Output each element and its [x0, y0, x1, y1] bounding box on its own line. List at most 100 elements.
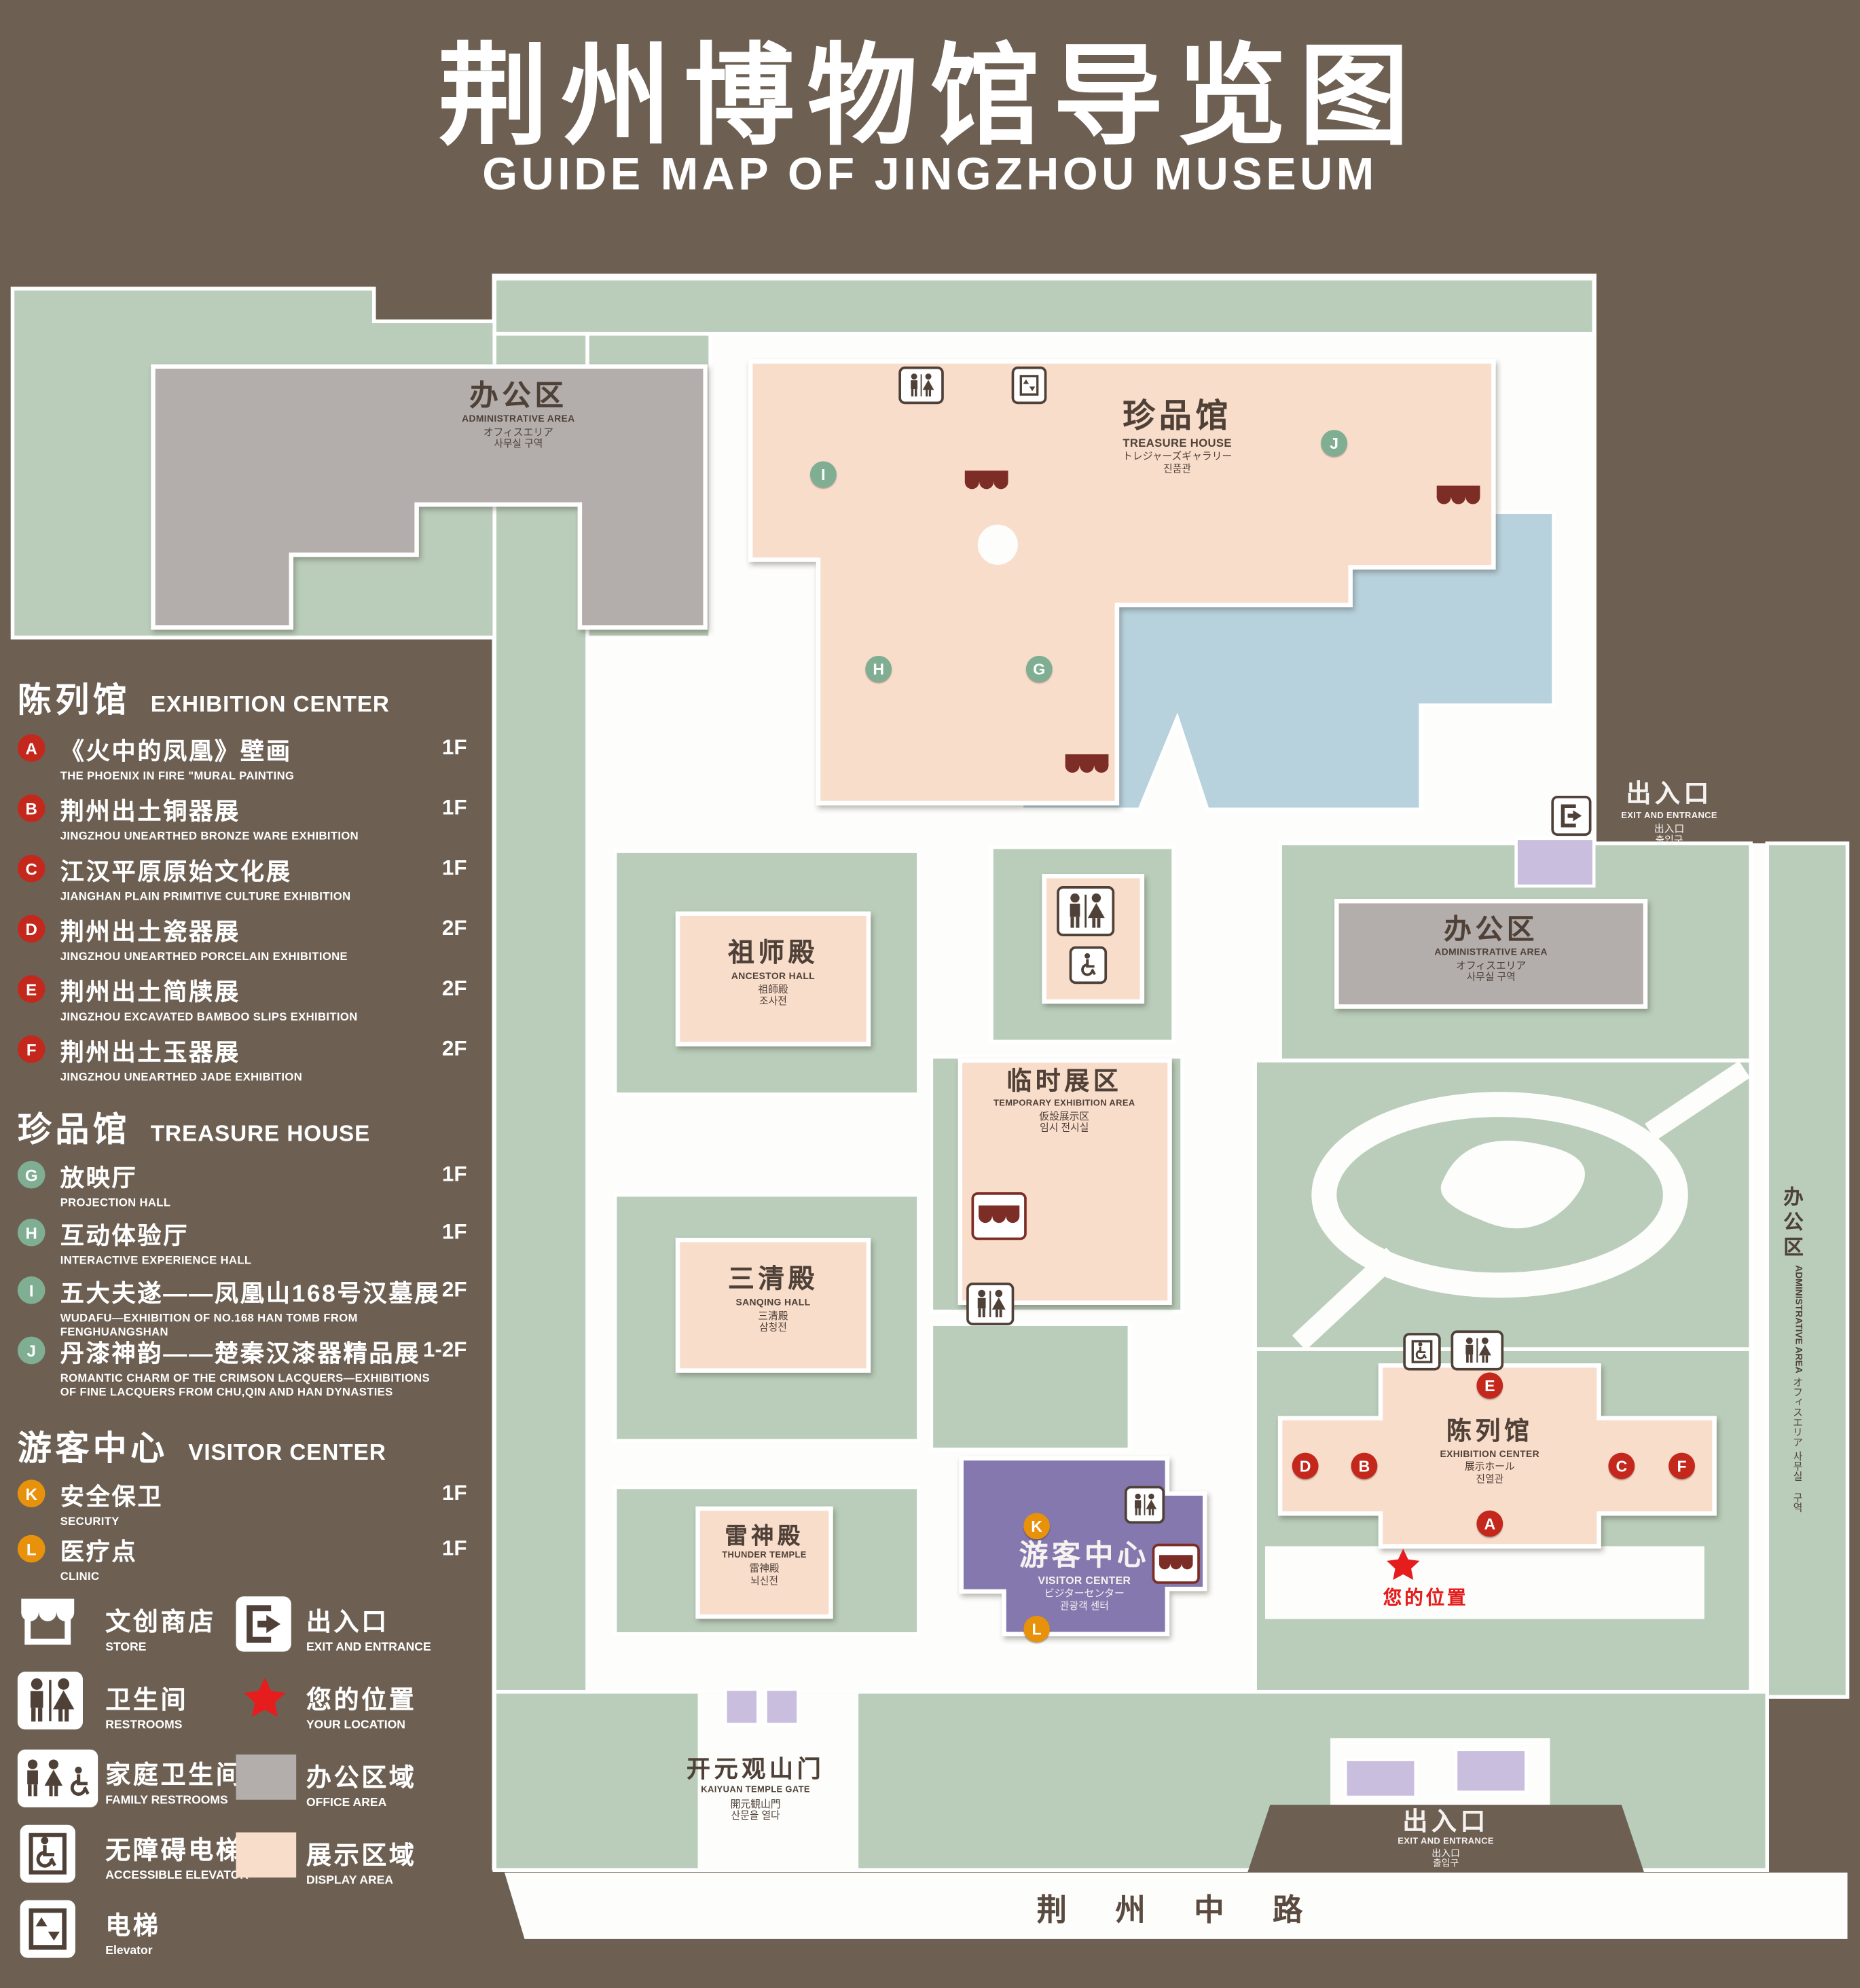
sanqing-hall-building	[675, 1238, 871, 1373]
marker-i: I	[809, 461, 837, 488]
treasure-house-label: 珍品馆 TREASURE HOUSE トレジャーズギャラリー 진품관	[1122, 397, 1233, 475]
legend-heading-exhibition-center: 陈列馆 EXHIBITION CENTER	[17, 681, 390, 720]
legend-item-k: K 安全保卫 SECURITY 1F	[17, 1479, 467, 1529]
treasure-house-building	[748, 359, 1496, 806]
exit-icon	[236, 1596, 291, 1652]
location-star-icon	[1387, 1549, 1420, 1581]
marker-b: B	[1351, 1452, 1378, 1479]
badge-g: G	[17, 1160, 45, 1189]
legend-symbol-accessible-elevator: 无障碍电梯 ACCESSIBLE ELEVATOR	[105, 1837, 249, 1883]
page-subtitle: GUIDE MAP OF JINGZHOU MUSEUM	[482, 148, 1378, 200]
gate-block-right	[764, 1687, 800, 1727]
exit-east-label: 出入口 EXIT AND ENTRANCE 出入口 출입구	[1621, 780, 1717, 847]
store-icon	[964, 471, 1008, 490]
badge-i: I	[17, 1276, 45, 1304]
store-icon	[1152, 1543, 1200, 1584]
store-icon	[1065, 754, 1109, 773]
garden-paths	[1292, 1061, 1751, 1350]
legend-item-d: D 荆州出土瓷器展 JINGZHOU UNEARTHED PORCELAIN E…	[17, 914, 467, 964]
accessible-restroom-icon	[1069, 946, 1108, 984]
admin-strip-label: 办公区 ADMINISTRATIVE AREA オフィスエリア 사무실 구역	[1779, 1185, 1805, 1513]
store-icon	[18, 1596, 78, 1651]
legend-item-i: I 五大夫遂——凤凰山168号汉墓展 WUDAFU—EXHIBITION OF …	[17, 1275, 467, 1340]
legend-item-c: C 江汉平原原始文化展 JIANGHAN PLAIN PRIMITIVE CUL…	[17, 853, 467, 904]
marker-h: H	[865, 655, 892, 682]
south-entrance-block-right	[1454, 1748, 1528, 1794]
legend-item-j: J 丹漆神韵——楚秦汉漆器精品展 ROMANTIC CHARM OF THE C…	[17, 1336, 467, 1400]
restroom-icon	[1451, 1330, 1504, 1371]
legend-symbol-office-area: 办公区域 OFFICE AREA	[306, 1764, 417, 1810]
restroom-icon	[1057, 886, 1115, 936]
location-star-icon	[244, 1677, 286, 1717]
legend-item-e: E 荆州出土简牍展 JINGZHOU EXCAVATED BAMBOO SLIP…	[17, 974, 467, 1024]
legend-heading-visitor-center: 游客中心 VISITOR CENTER	[17, 1429, 386, 1467]
road-strip	[504, 1872, 1848, 1939]
legend-item-f: F 荆州出土玉器展 JINGZHOU UNEARTHED JADE EXHIBI…	[17, 1034, 467, 1084]
marker-f: F	[1668, 1452, 1695, 1479]
thunder-temple-building	[695, 1506, 833, 1619]
badge-d: D	[17, 915, 45, 943]
elevator-icon	[1011, 366, 1047, 405]
badge-e: E	[17, 975, 45, 1003]
office-area-swatch	[236, 1754, 297, 1800]
exhibition-center-building	[1277, 1363, 1717, 1549]
legend-item-a: A 《火中的凤凰》壁画 THE PHOENIX IN FIRE "MURAL P…	[17, 733, 467, 784]
badge-j: J	[17, 1336, 45, 1365]
badge-k: K	[17, 1479, 45, 1508]
restroom-icon	[966, 1283, 1015, 1326]
sanqing-hall-label: 三清殿 SANQING HALL 三清殿 삼청전	[727, 1265, 819, 1333]
badge-h: H	[17, 1218, 45, 1247]
thunder-temple-label: 雷神殿 THUNDER TEMPLE 雷神殿 뇌신전	[722, 1524, 807, 1587]
marker-c: C	[1608, 1452, 1635, 1479]
restroom-icon	[898, 366, 944, 405]
marker-g: G	[1025, 655, 1053, 682]
store-icon	[971, 1192, 1027, 1240]
badge-a: A	[17, 734, 45, 762]
legend-symbol-family-restrooms: 家庭卫生间 FAMILY RESTROOMS	[105, 1762, 244, 1807]
legend-item-g: G 放映厅 PROJECTION HALL 1F	[17, 1160, 467, 1210]
legend-symbol-elevator: 电梯 Elevator	[105, 1913, 161, 1958]
legend-item-l: L 医疗点 CLINIC 1F	[17, 1534, 467, 1584]
ancestor-hall-label: 祖师殿 ANCESTOR HALL 祖師殿 조사전	[727, 938, 819, 1007]
legend-symbol-store: 文创商店 STORE	[105, 1608, 216, 1655]
exit-south-label: 出入口 EXIT AND ENTRANCE 出入口 출입구	[1398, 1808, 1494, 1869]
elevator-icon	[20, 1900, 75, 1958]
west-green-band	[492, 331, 589, 1694]
restroom-icon	[17, 1672, 83, 1730]
legend-symbol-display-area: 展示区域 DISPLAY AREA	[306, 1842, 417, 1888]
temporary-area-label: 临时展区 TEMPORARY EXHIBITION AREA 仮設展示区 임시 …	[993, 1068, 1135, 1134]
central-green	[929, 1322, 1132, 1452]
temporary-exhibition-building	[958, 1058, 1172, 1305]
display-area-swatch	[236, 1832, 297, 1878]
exit-icon	[1551, 795, 1592, 836]
badge-c: C	[17, 854, 45, 883]
ancestor-hall-building	[675, 911, 871, 1047]
restroom-icon	[1124, 1486, 1165, 1524]
location-plaza	[1264, 1546, 1704, 1619]
badge-f: F	[17, 1035, 45, 1063]
family-restroom-icon	[17, 1749, 98, 1807]
visitor-center-label: 游客中心 VISITOR CENTER ビジターセンター 관광객 센터	[1019, 1539, 1150, 1611]
east-admin-strip	[1765, 841, 1850, 1699]
badge-l: L	[17, 1534, 45, 1563]
road-name: 荆 州 中 路	[1036, 1894, 1323, 1928]
page-title: 荆州博物馆导览图	[437, 33, 1422, 158]
north-green-band	[492, 276, 1596, 336]
gate-block-left	[723, 1687, 760, 1727]
legend-item-h: H 互动体验厅 INTERACTIVE EXPERIENCE HALL 1F	[17, 1217, 467, 1268]
admin-building-northwest	[151, 364, 708, 630]
admin-northwest-label: 办公区 ADMINISTRATIVE AREA オフィスエリア 사무실 구역	[462, 379, 575, 450]
accessible-elevator-icon	[1403, 1333, 1441, 1371]
south-exit-apron	[1247, 1805, 1645, 1873]
marker-d: D	[1292, 1452, 1319, 1479]
gate-label: 开元观山门 KAIYUAN TEMPLE GATE 開元観山門 산문을 열다	[686, 1756, 825, 1822]
marker-k: K	[1023, 1513, 1051, 1540]
legend-symbol-your-location: 您的位置 YOUR LOCATION	[306, 1687, 417, 1732]
your-location-text: 您的位置	[1383, 1587, 1469, 1609]
marker-e: E	[1476, 1372, 1503, 1399]
legend-heading-treasure-house: 珍品馆 TREASURE HOUSE	[17, 1110, 371, 1149]
admin-east-label: 办公区 ADMINISTRATIVE AREA オフィスエリア 사무실 구역	[1434, 913, 1548, 983]
marker-j: J	[1321, 430, 1348, 456]
